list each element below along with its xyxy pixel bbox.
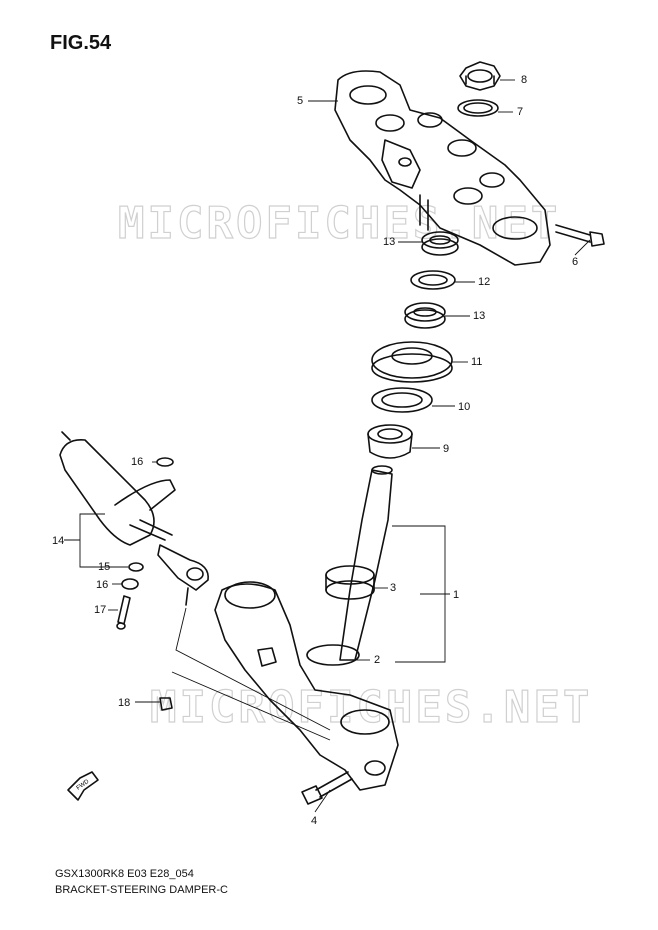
callout-10: 10 bbox=[458, 401, 471, 413]
lock-nut-part-13-lower bbox=[404, 302, 446, 329]
callout-1: 1 bbox=[453, 589, 460, 601]
race-part-10 bbox=[371, 387, 433, 413]
fwd-arrow-icon bbox=[67, 771, 99, 801]
watermark-top: MICROFICHES.NET bbox=[118, 198, 560, 249]
washer-part-7 bbox=[457, 99, 499, 117]
steering-stem bbox=[339, 465, 393, 661]
rod-end bbox=[157, 544, 209, 606]
upper-bracket-part-5 bbox=[334, 70, 551, 266]
nut-part-8 bbox=[459, 61, 501, 91]
assembly-name: BRACKET-STEERING DAMPER-C bbox=[55, 884, 228, 896]
washer-part-16-lower bbox=[121, 578, 139, 590]
callout-18: 18 bbox=[118, 697, 131, 709]
callout-5: 5 bbox=[297, 95, 304, 107]
dust-seal-part-11 bbox=[371, 341, 453, 383]
callout-13-upper: 13 bbox=[383, 236, 396, 248]
figure-title: FIG.54 bbox=[50, 32, 112, 54]
callout-16-lower: 16 bbox=[96, 579, 109, 591]
steering-damper-part-14 bbox=[59, 431, 176, 546]
bolt-part-17 bbox=[116, 595, 131, 630]
nut-part-18 bbox=[159, 697, 173, 711]
callout-9: 9 bbox=[443, 443, 450, 455]
callout-17: 17 bbox=[94, 604, 107, 616]
callout-6: 6 bbox=[572, 256, 579, 268]
bearing-part-3 bbox=[325, 565, 375, 600]
washer-part-15 bbox=[128, 562, 144, 572]
callout-14: 14 bbox=[52, 535, 65, 547]
race-part-2 bbox=[306, 644, 360, 666]
lower-bracket bbox=[214, 581, 399, 791]
bolt-part-4 bbox=[301, 771, 353, 805]
callout-7: 7 bbox=[517, 106, 524, 118]
watermark-bottom: MICROFICHES.NET bbox=[150, 682, 592, 733]
callout-8: 8 bbox=[521, 74, 528, 86]
callout-11: 11 bbox=[471, 356, 483, 368]
callout-4: 4 bbox=[311, 815, 318, 827]
lock-nut-part-13-upper bbox=[421, 231, 459, 256]
bolt-part-6 bbox=[555, 224, 605, 247]
washer-part-12 bbox=[410, 270, 456, 290]
model-code: GSX1300RK8 E03 E28_054 bbox=[55, 868, 194, 880]
callout-15: 15 bbox=[98, 561, 111, 573]
bearing-part-9 bbox=[367, 424, 413, 459]
callout-13-lower: 13 bbox=[473, 310, 486, 322]
callout-16-upper: 16 bbox=[131, 456, 144, 468]
callout-12: 12 bbox=[478, 276, 491, 288]
callout-3: 3 bbox=[390, 582, 397, 594]
callout-2: 2 bbox=[374, 654, 381, 666]
